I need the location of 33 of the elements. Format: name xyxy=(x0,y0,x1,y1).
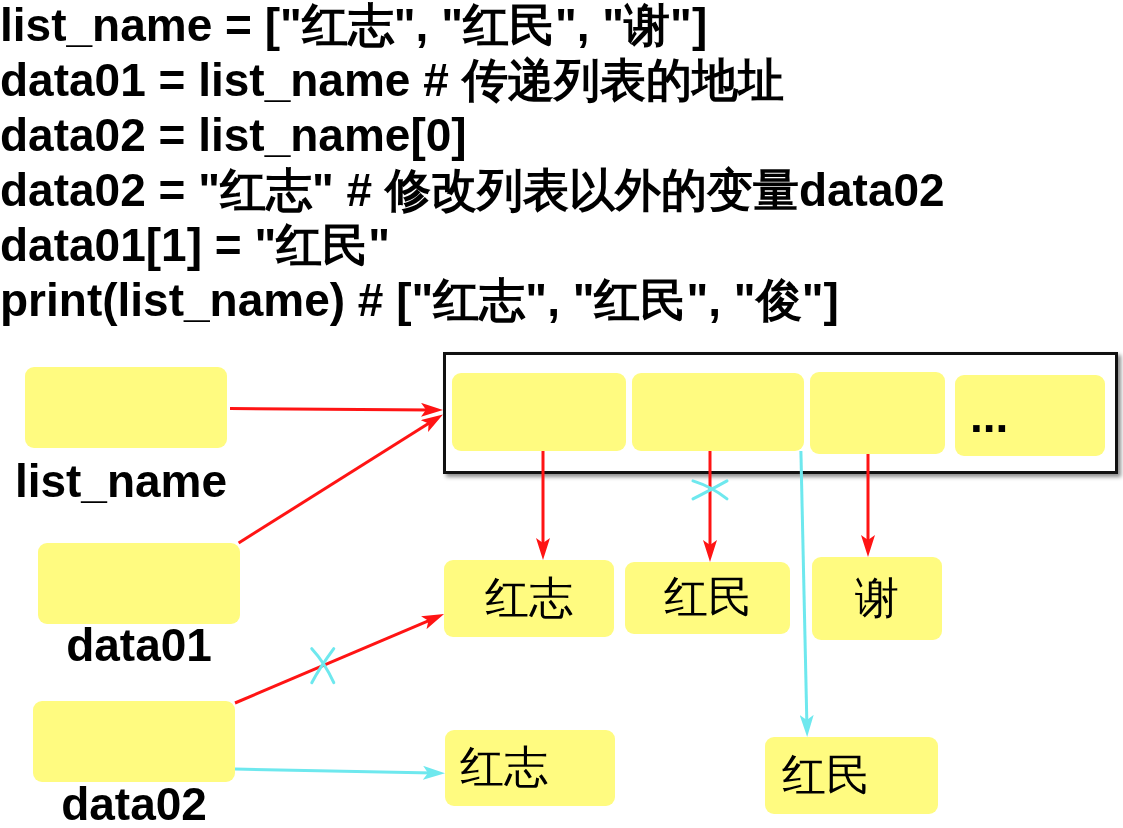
value-text: 红志 xyxy=(485,573,573,624)
code-line: data01[1] = "红民" xyxy=(0,220,390,270)
value-box xyxy=(765,737,938,814)
list-slot xyxy=(632,373,804,451)
arrow xyxy=(237,414,443,545)
slot-text: ... xyxy=(970,392,1009,439)
code-line: data02 = "红志" # 修改列表以外的变量data02 xyxy=(0,165,945,215)
arrow xyxy=(230,402,443,417)
value-box xyxy=(812,557,942,640)
list-frame xyxy=(443,352,1118,474)
value-text: 红民 xyxy=(782,750,870,801)
variable-name: list_name xyxy=(13,458,229,504)
code-line: list_name = ["红志", "红民", "谢"] xyxy=(0,0,708,50)
arrow xyxy=(799,450,814,737)
code-line: data01 = list_name # 传递列表的地址 xyxy=(0,55,784,105)
value-text: 红民 xyxy=(663,573,752,623)
value-text: 谢 xyxy=(855,573,899,624)
arrow xyxy=(234,614,445,705)
arrow xyxy=(536,451,550,560)
arrow xyxy=(234,765,445,780)
arrow xyxy=(703,451,717,562)
variable-name: data01 xyxy=(65,622,213,668)
list-slot xyxy=(810,372,945,454)
list-slot xyxy=(955,375,1105,456)
variable-name: data02 xyxy=(60,781,208,827)
value-text: 红志 xyxy=(460,743,548,793)
code-line: print(list_name) # ["红志", "红民", "俊"] xyxy=(0,275,839,325)
list-slot xyxy=(452,373,626,451)
code-line: data02 = list_name[0] xyxy=(0,110,467,160)
value-box xyxy=(444,560,614,637)
value-box xyxy=(625,562,790,634)
value-box xyxy=(445,730,615,806)
arrow xyxy=(861,454,875,557)
